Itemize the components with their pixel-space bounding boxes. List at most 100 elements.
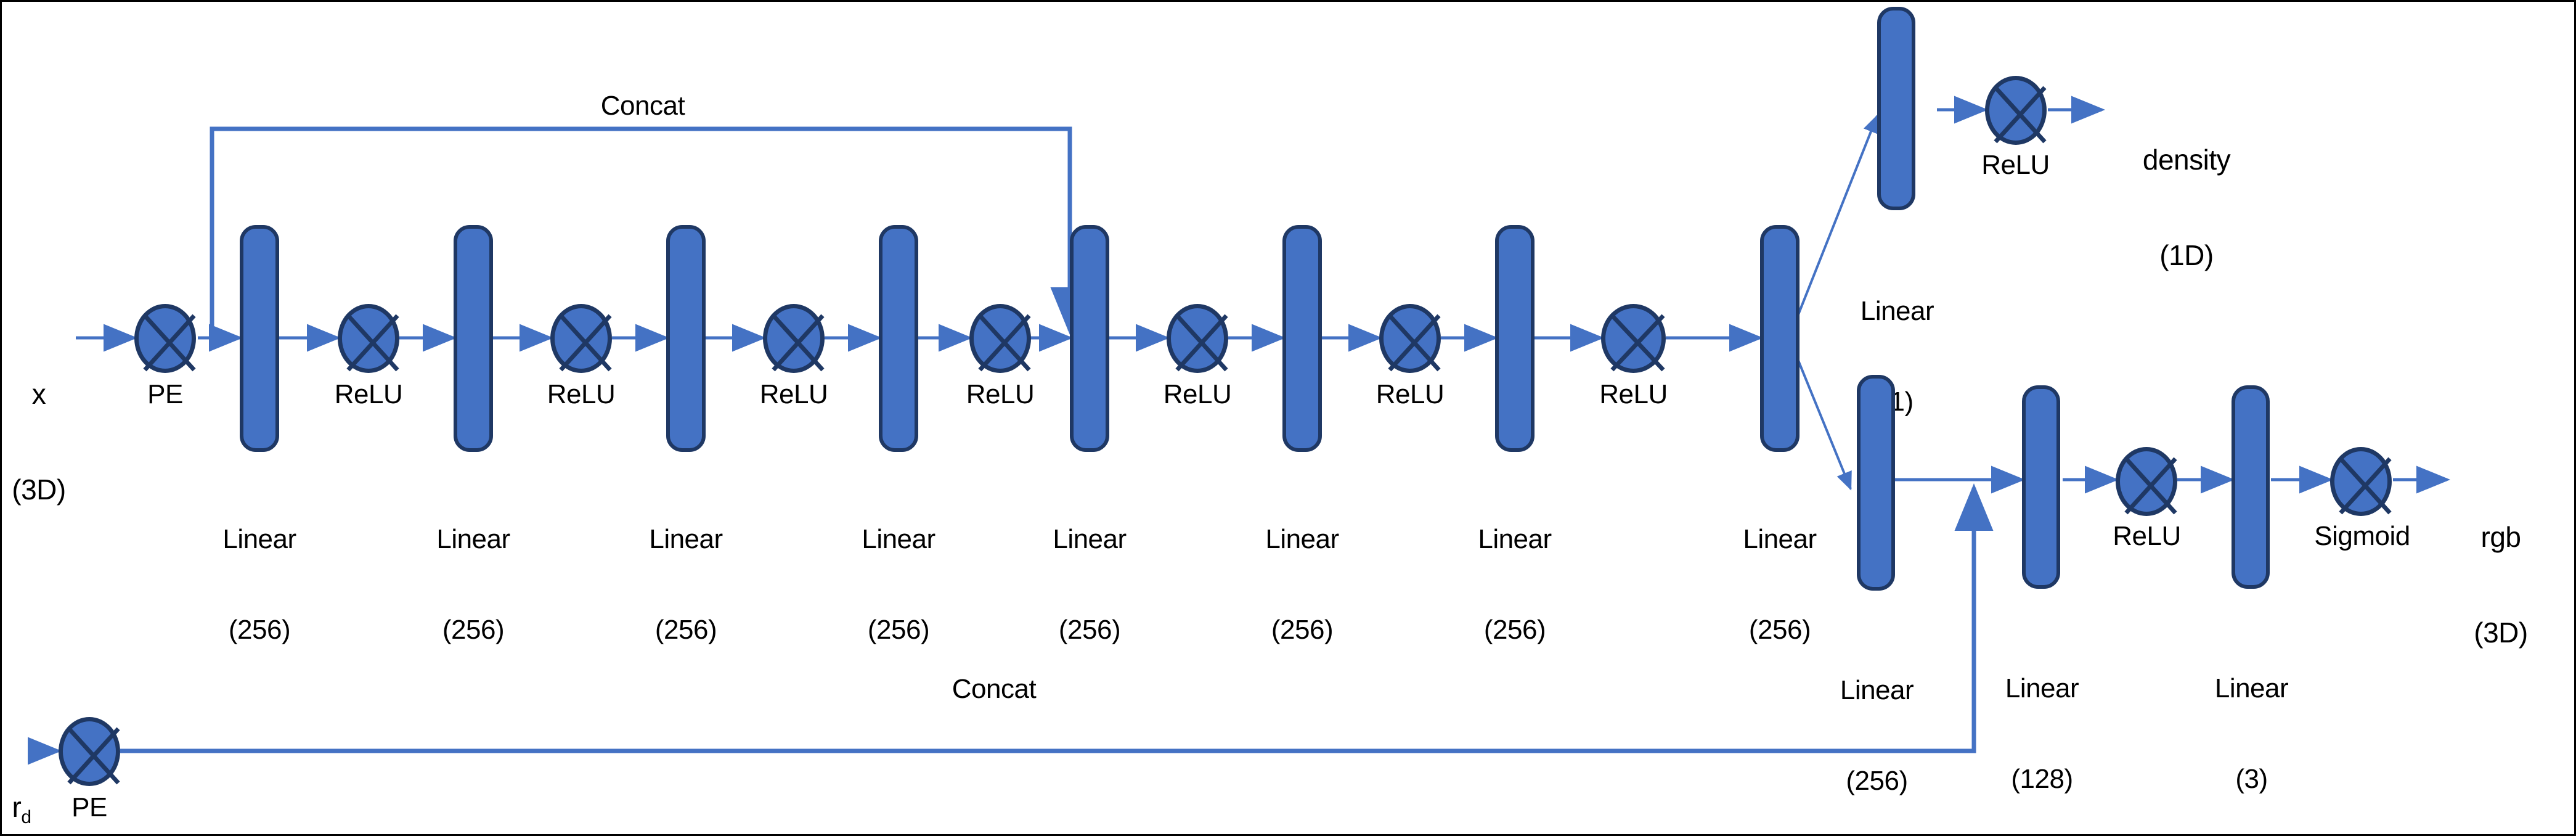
- density-relu-label: ReLU: [1981, 150, 2050, 180]
- rgb-linear-256-units: (256): [1846, 766, 1908, 797]
- trunk-linear-6[interactable]: [1282, 225, 1322, 452]
- trunk-linear-1-units: (256): [228, 615, 291, 645]
- trunk-relu-3[interactable]: [763, 304, 825, 373]
- density-linear-name: Linear: [1860, 295, 1934, 326]
- cross-circle-icon: [2339, 457, 2392, 515]
- trunk-linear-2[interactable]: [454, 225, 493, 452]
- density-output-name: density: [2142, 144, 2231, 176]
- input-rd-label: rd (3D): [2, 728, 46, 834]
- rgb-linear-3-units: (3): [2235, 764, 2268, 795]
- trunk-linear-4-label: Linear (256): [831, 463, 966, 706]
- rgb-linear-3-name: Linear: [2214, 673, 2289, 703]
- rgb-output-label: rgb (3D): [2436, 458, 2566, 712]
- pe-x-node[interactable]: [134, 304, 196, 373]
- trunk-linear-2-name: Linear: [436, 523, 510, 554]
- trunk-relu-2-label: ReLU: [547, 379, 616, 409]
- density-linear-label: Linear (1): [1831, 235, 1963, 478]
- trunk-linear-1-label: Linear (256): [192, 463, 327, 706]
- rgb-linear-256-label: Linear (256): [1811, 614, 1943, 834]
- trunk-linear-8-label: Linear (256): [1712, 463, 1848, 706]
- trunk-relu-2[interactable]: [550, 304, 612, 373]
- rgb-output-name: rgb: [2480, 521, 2521, 554]
- rgb-linear-3-label: Linear (3): [2185, 612, 2318, 834]
- input-rd-subscript: d: [21, 807, 31, 828]
- trunk-linear-5-name: Linear: [1053, 523, 1127, 554]
- trunk-relu-7[interactable]: [1601, 304, 1666, 373]
- trunk-linear-8[interactable]: [1760, 225, 1800, 452]
- trunk-linear-4[interactable]: [879, 225, 918, 452]
- input-x-symbol: x: [31, 378, 46, 411]
- trunk-linear-5-label: Linear (256): [1022, 463, 1157, 706]
- cross-circle-icon: [559, 314, 612, 372]
- trunk-relu-4[interactable]: [969, 304, 1031, 373]
- trunk-linear-3-name: Linear: [649, 523, 723, 554]
- trunk-linear-3-units: (256): [654, 615, 717, 645]
- trunk-linear-4-name: Linear: [862, 523, 935, 554]
- trunk-linear-4-units: (256): [867, 615, 930, 645]
- rgb-sigmoid-node[interactable]: [2330, 447, 2392, 516]
- trunk-relu-3-label: ReLU: [759, 379, 828, 409]
- arrow-trunk-to-density-linear: [1788, 114, 1879, 338]
- input-x-label: x (3D): [8, 315, 70, 569]
- input-rd-base: r: [12, 791, 22, 824]
- rgb-linear-256-name: Linear: [1840, 674, 1914, 705]
- rgb-linear-256-block[interactable]: [1857, 375, 1895, 591]
- cross-circle-icon: [772, 314, 825, 372]
- trunk-linear-7-units: (256): [1483, 615, 1546, 645]
- trunk-relu-6[interactable]: [1379, 304, 1441, 373]
- trunk-linear-8-name: Linear: [1743, 523, 1817, 554]
- trunk-linear-6-label: Linear (256): [1234, 463, 1370, 706]
- cross-circle-icon: [1610, 314, 1665, 372]
- trunk-linear-3[interactable]: [666, 225, 706, 452]
- cross-circle-icon: [346, 314, 399, 372]
- rgb-linear-128-name: Linear: [2005, 673, 2079, 703]
- rgb-linear-128-block[interactable]: [2022, 385, 2060, 589]
- rgb-relu-node[interactable]: [2116, 447, 2177, 516]
- cross-circle-icon: [2124, 457, 2177, 515]
- rgb-output-dim: (3D): [2474, 616, 2528, 649]
- bottom-concat-label: Concat: [952, 674, 1037, 704]
- rgb-relu-label: ReLU: [2113, 521, 2181, 551]
- trunk-linear-6-units: (256): [1271, 615, 1334, 645]
- trunk-linear-8-units: (256): [1748, 615, 1811, 645]
- density-linear-block[interactable]: [1877, 7, 1915, 210]
- pe-x-label: PE: [147, 379, 183, 409]
- trunk-relu-5-label: ReLU: [1163, 379, 1232, 409]
- trunk-linear-6-name: Linear: [1265, 523, 1339, 554]
- cross-circle-icon: [978, 314, 1031, 372]
- trunk-linear-1-name: Linear: [222, 523, 296, 554]
- density-relu-node[interactable]: [1985, 76, 2047, 145]
- density-linear-units: (1): [1881, 387, 1914, 417]
- rgb-linear-128-units: (128): [2011, 764, 2073, 795]
- cross-circle-icon: [67, 727, 120, 785]
- trunk-linear-2-label: Linear (256): [406, 463, 541, 706]
- density-output-label: density (1D): [2097, 81, 2276, 335]
- trunk-linear-7-name: Linear: [1478, 523, 1552, 554]
- rgb-sigmoid-label: Sigmoid: [2314, 521, 2410, 551]
- rgb-linear-3-block[interactable]: [2232, 385, 2270, 589]
- input-x-dim: (3D): [12, 473, 66, 506]
- cross-circle-icon: [1175, 314, 1228, 372]
- rgb-linear-128-label: Linear (128): [1976, 612, 2108, 834]
- trunk-linear-2-units: (256): [442, 615, 505, 645]
- trunk-relu-1[interactable]: [338, 304, 399, 373]
- trunk-relu-4-label: ReLU: [966, 379, 1035, 409]
- cross-circle-icon: [1994, 86, 2047, 144]
- top-concat-bracket: [210, 126, 1072, 338]
- trunk-linear-7-label: Linear (256): [1447, 463, 1583, 706]
- trunk-relu-1-label: ReLU: [334, 379, 403, 409]
- trunk-linear-7[interactable]: [1495, 225, 1535, 452]
- density-output-dim: (1D): [2159, 239, 2214, 271]
- trunk-linear-5[interactable]: [1070, 225, 1109, 452]
- input-rd-symbol: rd: [2, 791, 46, 828]
- trunk-linear-3-label: Linear (256): [618, 463, 754, 706]
- top-concat-label: Concat: [600, 91, 685, 121]
- pe-rd-label: PE: [71, 792, 107, 822]
- bottom-concat-path: [120, 504, 1976, 753]
- trunk-linear-5-units: (256): [1058, 615, 1121, 645]
- pe-rd-node[interactable]: [59, 717, 120, 786]
- trunk-relu-7-label: ReLU: [1599, 379, 1668, 409]
- trunk-relu-5[interactable]: [1167, 304, 1228, 373]
- trunk-linear-1[interactable]: [240, 225, 279, 452]
